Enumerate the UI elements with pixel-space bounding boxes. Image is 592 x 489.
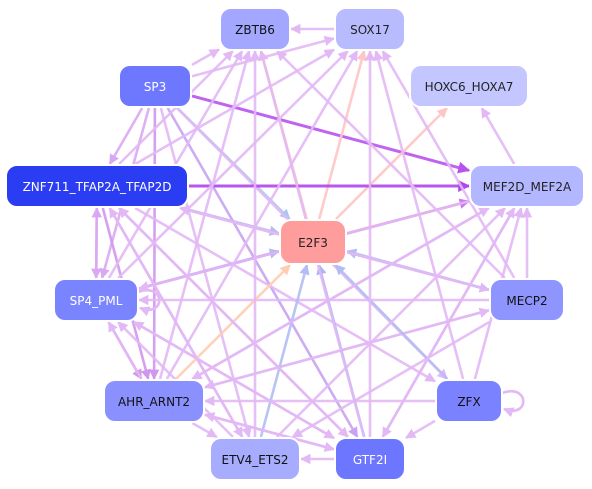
node-box [435, 379, 503, 423]
edge-sp3-to-znf711 [108, 107, 144, 165]
node-sp3[interactable]: SP3 [118, 64, 192, 108]
edge-ahr-to-mecp2 [204, 307, 491, 389]
node-sp4-pml[interactable]: SP4_PML [53, 278, 139, 322]
edge-ahr-to-etv4 [191, 421, 218, 439]
node-zfx[interactable]: ZFX [435, 379, 503, 423]
edge-sp3-to-gtf2i [166, 107, 359, 438]
edge-mecp2-to-zbtb6 [276, 50, 506, 279]
edge-ahr-to-sox17 [165, 50, 359, 380]
edge-mecp2-to-etv4 [291, 320, 491, 439]
node-box [118, 64, 192, 108]
edge-mef2d-to-ahr [191, 206, 490, 381]
node-box [334, 7, 406, 51]
node-gtf2i[interactable]: GTF2I [334, 437, 406, 481]
node-box [209, 437, 301, 481]
edge-sp4_pml-to-sox17 [117, 50, 349, 279]
edge-mef2d-to-hoxc6_hoxa7 [480, 107, 516, 165]
node-box [5, 164, 189, 208]
self-loop-zfx [501, 389, 525, 418]
node-sox17[interactable]: SOX17 [334, 7, 406, 51]
edge-ahr-to-zbtb6 [158, 49, 252, 380]
edge-znf711-to-zfx [134, 206, 436, 383]
edge-mecp2-to-sox17 [381, 50, 516, 279]
edge-gtf2i-to-ahr [203, 412, 335, 451]
node-mecp2[interactable]: MECP2 [489, 278, 565, 322]
node-box [409, 64, 529, 108]
edge-sp3-to-mef2d [191, 94, 471, 174]
edge-e2f3-to-sox17 [317, 49, 367, 220]
edge-mef2d-to-gtf2i [381, 207, 516, 438]
node-box [469, 164, 585, 208]
node-box [219, 7, 291, 51]
edge-zfx-to-gtf2i [405, 419, 436, 440]
node-etv4[interactable]: ETV4_ETS2 [209, 437, 301, 481]
node-mef2d[interactable]: MEF2D_MEF2A [469, 164, 585, 208]
edge-sp4_pml-to-znf711 [91, 206, 102, 279]
node-box [103, 379, 205, 423]
edge-gtf2i-to-sp4_pml [133, 320, 335, 440]
edge-gtf2i-to-znf711 [118, 207, 349, 438]
node-e2f3[interactable]: E2F3 [279, 219, 347, 265]
node-box [334, 437, 406, 481]
self-loop-sp4_pml [137, 288, 161, 317]
edge-etv4-to-mef2d [275, 207, 507, 438]
node-znf711[interactable]: ZNF711_TFAP2A_TFAP2D [5, 164, 189, 208]
edge-etv4-to-e2f3 [259, 263, 310, 438]
node-box [53, 278, 139, 322]
edge-sp3-to-zbtb6 [191, 48, 220, 67]
node-box [279, 219, 347, 265]
edge-ahr-to-sp4_pml [107, 321, 143, 380]
edge-etv4-to-znf711 [108, 207, 244, 438]
node-box [489, 278, 565, 322]
edge-layer [91, 23, 533, 465]
node-hoxc6-hoxa7[interactable]: HOXC6_HOXA7 [409, 64, 529, 108]
node-zbtb6[interactable]: ZBTB6 [219, 7, 291, 51]
node-ahr[interactable]: AHR_ARNT2 [103, 379, 205, 423]
